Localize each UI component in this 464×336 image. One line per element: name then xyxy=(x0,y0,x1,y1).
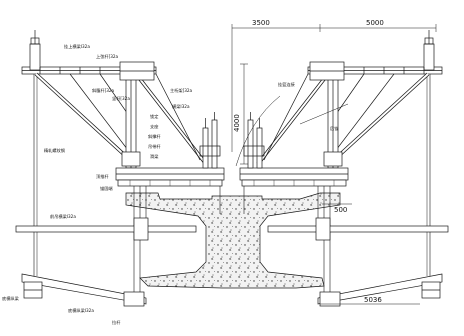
dim-5036: 5036 xyxy=(364,296,382,304)
label-anchor: 锚固端 xyxy=(100,185,113,192)
label-suspension-rod: 精轧螺纹钢 xyxy=(44,147,65,154)
label-fix: 锁定 xyxy=(150,113,158,120)
label-crossbeam: 横梁I32a xyxy=(172,103,190,110)
concrete-box-section xyxy=(125,192,341,289)
left-truss xyxy=(21,30,208,276)
label-top-right: 挂篮连接 xyxy=(278,81,296,88)
deck-beams xyxy=(115,167,349,187)
center-hangers xyxy=(199,112,265,169)
label-vertical: 竖杆[32a xyxy=(112,95,130,102)
suspension-rods xyxy=(133,186,331,300)
label-jack: 顶推杆 xyxy=(96,173,109,180)
label-diag-brace: 斜撑杆 xyxy=(148,133,161,140)
label-rear-anchor: 后锚 xyxy=(330,125,338,132)
dimension-lines xyxy=(231,24,437,305)
right-truss xyxy=(256,30,443,276)
dim-3500: 3500 xyxy=(252,19,270,27)
labels: 挂上横梁I32a 上弦杆[32a 斜腹杆[32a 竖杆[32a 主桁架[32a … xyxy=(2,19,384,326)
label-hanger: 吊带杆 xyxy=(148,143,161,150)
bottom-form-beams xyxy=(21,273,443,307)
label-left-bottom: 底模纵梁 xyxy=(2,295,20,302)
label-top-chord: 上弦杆[32a xyxy=(96,53,119,60)
label-support: 支座 xyxy=(150,123,158,130)
label-tie-rod: 拉杆 xyxy=(112,319,121,326)
dim-4000: 4000 xyxy=(233,114,241,132)
dim-500: 500 xyxy=(334,206,347,214)
label-main-truss: 主桁架[32a xyxy=(170,87,193,94)
label-front-beam: 前吊横梁I32a xyxy=(50,213,76,220)
crossbeams xyxy=(15,217,449,241)
label-diagonal: 斜腹杆[32a xyxy=(92,87,115,94)
dim-5000: 5000 xyxy=(366,19,384,27)
label-cantilever-beam: 挂上横梁I32a xyxy=(64,43,90,50)
label-bottom-beam: 底模纵梁I32a xyxy=(68,307,94,314)
label-slide: 滑梁 xyxy=(150,153,159,160)
